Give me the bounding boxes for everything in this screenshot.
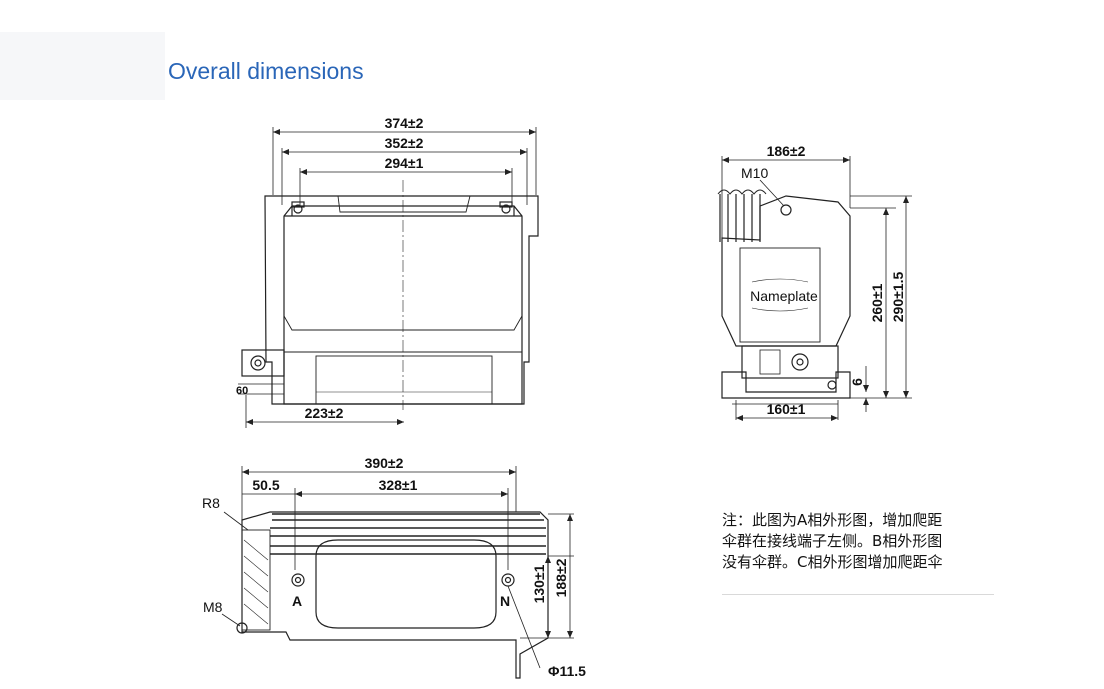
dim-hole-spacing: 328±1 [379,477,418,493]
dim-small-mark: 60 [236,385,248,397]
label-r8: R8 [202,495,220,511]
note-line: 没有伞群。C相外形图增加爬距伞 [722,553,943,571]
dim-height-inner: 260±1 [869,283,885,322]
dim-inner-width: 294±1 [385,155,424,171]
terminal-a-label: A [292,593,302,609]
label-m10: M10 [741,165,768,181]
dim-hole-diameter: Φ11.5 [548,663,586,679]
dim-overall-length: 390±2 [365,455,404,471]
dim-outer-depth: 188±2 [553,558,569,597]
note-line: 注：此图为A相外形图，增加爬距 [722,511,943,529]
note-divider [722,594,994,595]
top-view [221,466,574,679]
dim-side-base-width: 160±1 [767,401,806,417]
front-view [238,127,539,428]
dim-height-outer: 290±1.5 [890,272,906,323]
terminal-n-label: N [500,593,510,609]
dim-side-top-width: 186±2 [767,143,806,159]
dim-front-base: 223±2 [305,405,344,421]
dim-base-thickness: 6 [849,378,865,386]
note-text: 注：此图为A相外形图，增加爬距 伞群在接线端子左侧。B相外形图 没有伞群。C相外… [722,510,992,573]
page-title: Overall dimensions [168,58,364,84]
nameplate-label: Nameplate [750,288,818,304]
side-view [717,156,912,421]
dim-mid-width: 352±2 [385,135,424,151]
dim-offset: 50.5 [252,477,279,493]
title-band [0,32,165,100]
note-line: 伞群在接线端子左侧。B相外形图 [722,532,943,550]
dim-overall-width: 374±2 [385,115,424,131]
label-m8: M8 [203,599,223,615]
dim-inner-depth: 130±1 [531,564,547,603]
